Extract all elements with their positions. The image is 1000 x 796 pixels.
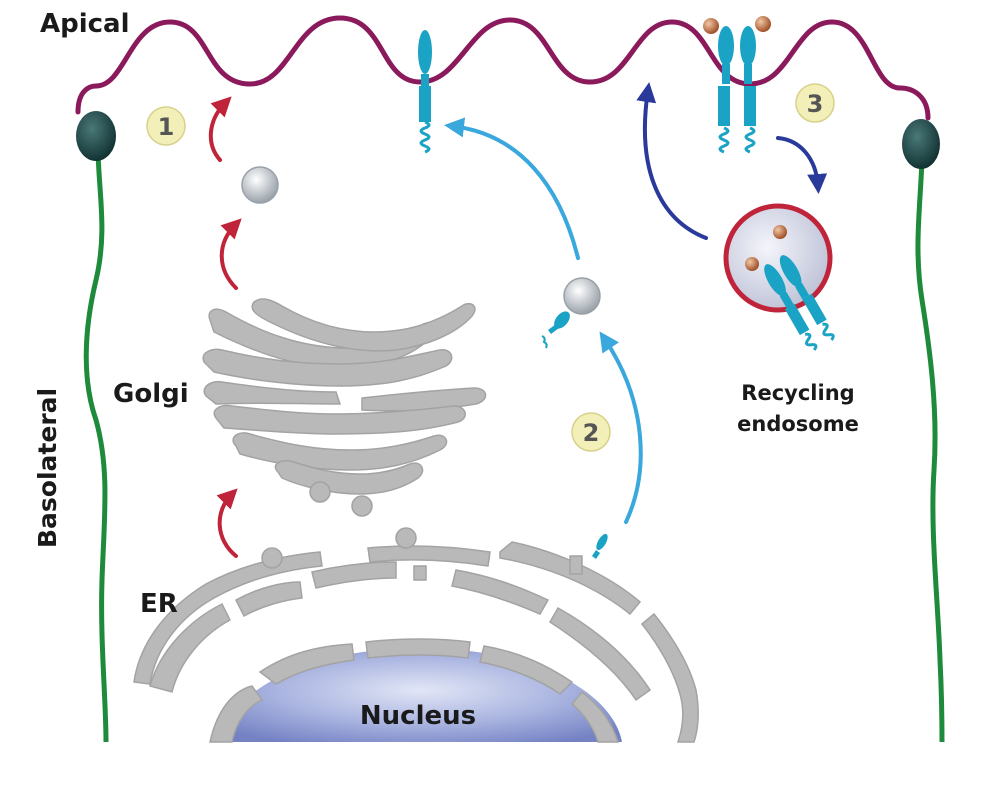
pathway-3-arrow-endosome-to-apical — [636, 82, 708, 240]
label-basolateral: Basolateral — [33, 388, 62, 548]
pathway-2-vesicle — [563, 277, 601, 315]
endosome-receptor-dimer — [764, 255, 835, 351]
apical-membrane — [75, 15, 931, 121]
label-recycling-endosome-line2: endosome — [737, 412, 859, 436]
pathway-1-vesicle — [241, 166, 279, 204]
pathway-2-arrow-vesicle-to-apical — [444, 117, 580, 260]
pathway-3 — [636, 82, 828, 240]
step-badge-1: 1 — [146, 106, 186, 146]
step-badge-2: 2 — [571, 412, 611, 452]
basolateral-membrane-left — [83, 145, 109, 743]
tight-junction-left — [76, 111, 116, 161]
basolateral-membrane-right — [915, 159, 945, 743]
ligand-apical-left — [703, 18, 719, 34]
label-er: ER — [140, 589, 178, 619]
svg-text:3: 3 — [807, 90, 824, 118]
pathway-2-arrow-er-to-vesicle — [599, 331, 643, 524]
ligand-endosome-top — [773, 225, 787, 239]
tight-junction-right — [902, 119, 940, 169]
transport-vesicles — [261, 481, 417, 569]
svg-text:1: 1 — [158, 113, 175, 141]
er-receptor — [592, 533, 608, 559]
apical-receptor-dimer — [718, 26, 756, 154]
step-badge-3: 3 — [795, 83, 835, 123]
pathway-2-vesicle-receptor — [541, 311, 570, 349]
ligand-endosome-left — [745, 257, 759, 271]
pathway-1-arrow-golgi-to-vesicle — [219, 218, 242, 290]
golgi-apparatus — [202, 298, 487, 495]
recycling-endosome — [723, 203, 833, 313]
pathway-1-arrow-er-to-golgi — [216, 488, 238, 558]
pathway-2 — [444, 117, 643, 524]
apical-receptor-delivered — [418, 30, 432, 154]
pathway-1 — [208, 96, 242, 558]
pathway-1-arrow-vesicle-to-apical — [208, 96, 232, 162]
label-nucleus: Nucleus — [360, 701, 476, 731]
label-recycling-endosome-line1: Recycling — [741, 381, 854, 405]
endoplasmic-reticulum — [133, 541, 699, 743]
pathway-3-arrow-apical-to-endosome — [776, 136, 828, 194]
label-golgi: Golgi — [113, 379, 189, 409]
label-apical: Apical — [40, 9, 130, 39]
ligand-apical-right — [755, 16, 771, 32]
svg-text:2: 2 — [583, 419, 600, 447]
